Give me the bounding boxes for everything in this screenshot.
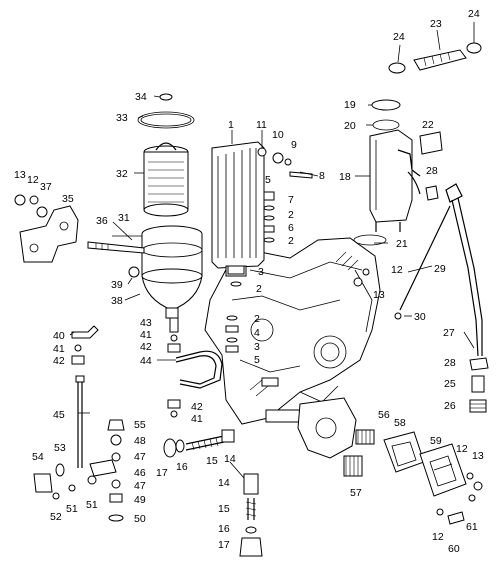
callout-6: 6 [288,222,294,234]
oil-filter-element [137,93,195,217]
pressure-switch-assembly [33,419,125,522]
callout-43: 43 [140,317,152,329]
oil-cooler [211,141,265,277]
callout-57: 57 [350,487,362,499]
dipstick-tube [394,183,489,413]
callout-27: 27 [443,327,455,339]
callout-2: 2 [256,283,262,295]
callout-32: 32 [116,168,128,180]
callout-34: 34 [135,91,147,103]
callout-12: 12 [27,174,39,186]
callout-61: 61 [466,521,478,533]
callout-40: 40 [53,330,65,342]
callout-10: 10 [272,129,284,141]
callout-49: 49 [134,494,146,506]
callout-13: 13 [472,450,484,462]
callout-3: 3 [254,341,260,353]
callout-24-hose-clamp: 24 [468,8,480,20]
callout-56: 56 [378,409,390,421]
callout-14: 14 [218,477,230,489]
callout-29: 29 [434,263,446,275]
callout-46: 46 [134,467,146,479]
callout-47: 47 [134,480,146,492]
callout-54: 54 [32,451,44,463]
callout-21: 21 [396,238,408,250]
callout-8: 8 [319,170,325,182]
callout-12: 12 [432,531,444,543]
callout-41: 41 [53,343,65,355]
callout-33: 33 [116,112,128,124]
callout-3: 3 [258,266,264,278]
callout-2: 2 [288,235,294,247]
callout-11: 11 [256,119,267,131]
callout-5: 5 [254,354,260,366]
callout-19: 19 [344,99,356,111]
callout-14: 14 [224,453,236,465]
oil-tank [353,42,482,246]
callout-17: 17 [218,539,230,551]
callout-12: 12 [456,443,468,455]
callout-51: 51 [66,503,78,515]
oil-pump-parts [163,397,483,557]
callout-30: 30 [414,311,426,323]
callout-28: 28 [444,357,456,369]
mounting-bracket [14,194,145,263]
callout-25: 25 [444,378,456,390]
leader-lines [69,22,475,479]
callout-2: 2 [288,209,294,221]
callout-45: 45 [53,409,65,421]
callout-5: 5 [265,174,271,186]
callout-55: 55 [134,419,146,431]
callout-38: 38 [111,295,123,307]
callout-58: 58 [394,417,406,429]
callout-53: 53 [54,442,66,454]
callout-20: 20 [344,120,356,132]
callout-12: 12 [391,264,403,276]
callout-9: 9 [291,139,297,151]
callout-41: 41 [191,413,203,425]
callout-48: 48 [134,435,146,447]
callout-4: 4 [254,327,260,339]
callout-22: 22 [422,119,434,131]
callout-51: 51 [86,499,98,511]
callout-50: 50 [134,513,146,525]
callout-15: 15 [218,503,230,515]
callout-59: 59 [430,435,442,447]
callout-2: 2 [254,313,260,325]
callout-16: 16 [218,523,230,535]
callout-13: 13 [373,289,385,301]
callout-26: 26 [444,400,456,412]
callout-60: 60 [448,543,460,555]
callout-17: 17 [156,467,168,479]
crankcase-body [204,237,381,425]
callout-13: 13 [14,169,26,181]
callout-42: 42 [53,355,65,367]
callout-18: 18 [339,171,351,183]
callout-28: 28 [426,165,438,177]
callout-37: 37 [40,181,52,193]
callout-42: 42 [140,341,152,353]
callout-31: 31 [118,212,130,224]
callout-labels: 24 23 24 34 33 32 1 11 10 9 8 5 7 2 6 2 … [14,8,484,555]
callout-42: 42 [191,401,203,413]
callout-24-hose-clamp: 24 [393,31,405,43]
callout-52: 52 [50,511,62,523]
callout-35: 35 [62,193,74,205]
callout-36: 36 [96,215,108,227]
callout-16: 16 [176,461,188,473]
filter-housing [128,225,203,319]
oil-line-fittings [71,317,223,468]
callout-41: 41 [140,329,152,341]
callout-47: 47 [134,451,146,463]
callout-39: 39 [111,279,123,291]
callout-23-hose: 23 [430,18,442,30]
callout-15: 15 [206,455,218,467]
callout-7: 7 [288,194,294,206]
callout-44: 44 [140,355,152,367]
callout-1: 1 [228,119,234,131]
